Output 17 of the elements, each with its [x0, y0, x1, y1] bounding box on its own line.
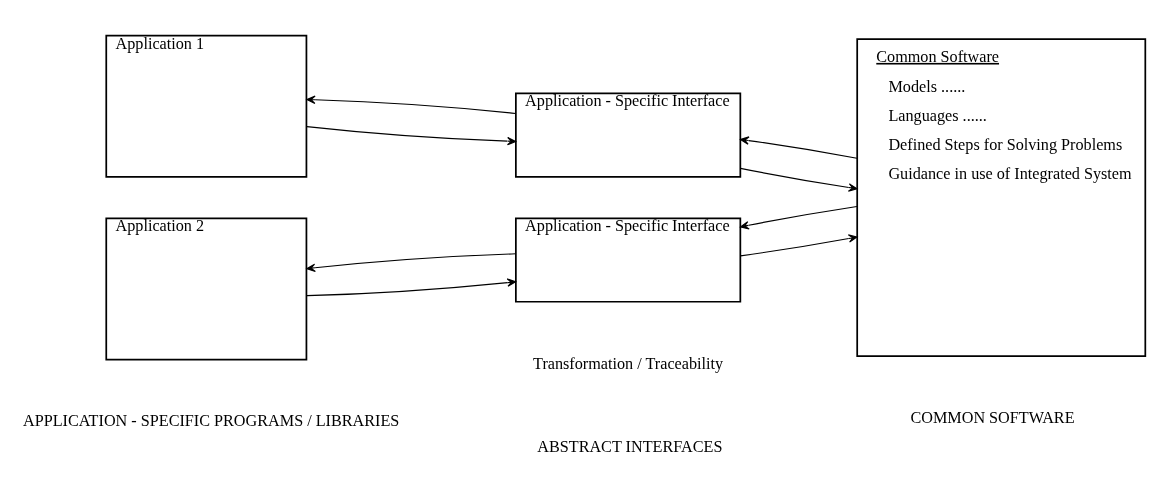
node-label: Transformation / Traceability: [533, 354, 724, 373]
label: APPLICATION - SPECIFIC PROGRAMS / LIBRARIES: [22, 411, 400, 430]
label: ABSTRACT INTERFACES: [537, 437, 723, 456]
arrow: [739, 205, 858, 229]
node-box: Application - Specific Interface: [515, 92, 742, 178]
arrow: [306, 277, 517, 296]
node-box: Common Software Models ...... Languages ...... Defined Steps for Solving Problems Guidance in use of Integrated System: [856, 37, 1147, 357]
arrow: [739, 233, 858, 256]
arrow: [739, 135, 858, 159]
node-box: Application 2: [105, 217, 308, 360]
arrow: [306, 252, 517, 272]
label: COMMON SOFTWARE: [910, 408, 1075, 427]
arrow: [306, 95, 517, 114]
node-box: Application - Specific Interface: [515, 217, 742, 303]
arrow: [739, 167, 858, 192]
arrow: [306, 125, 517, 145]
node-box: Application 1: [105, 34, 308, 178]
